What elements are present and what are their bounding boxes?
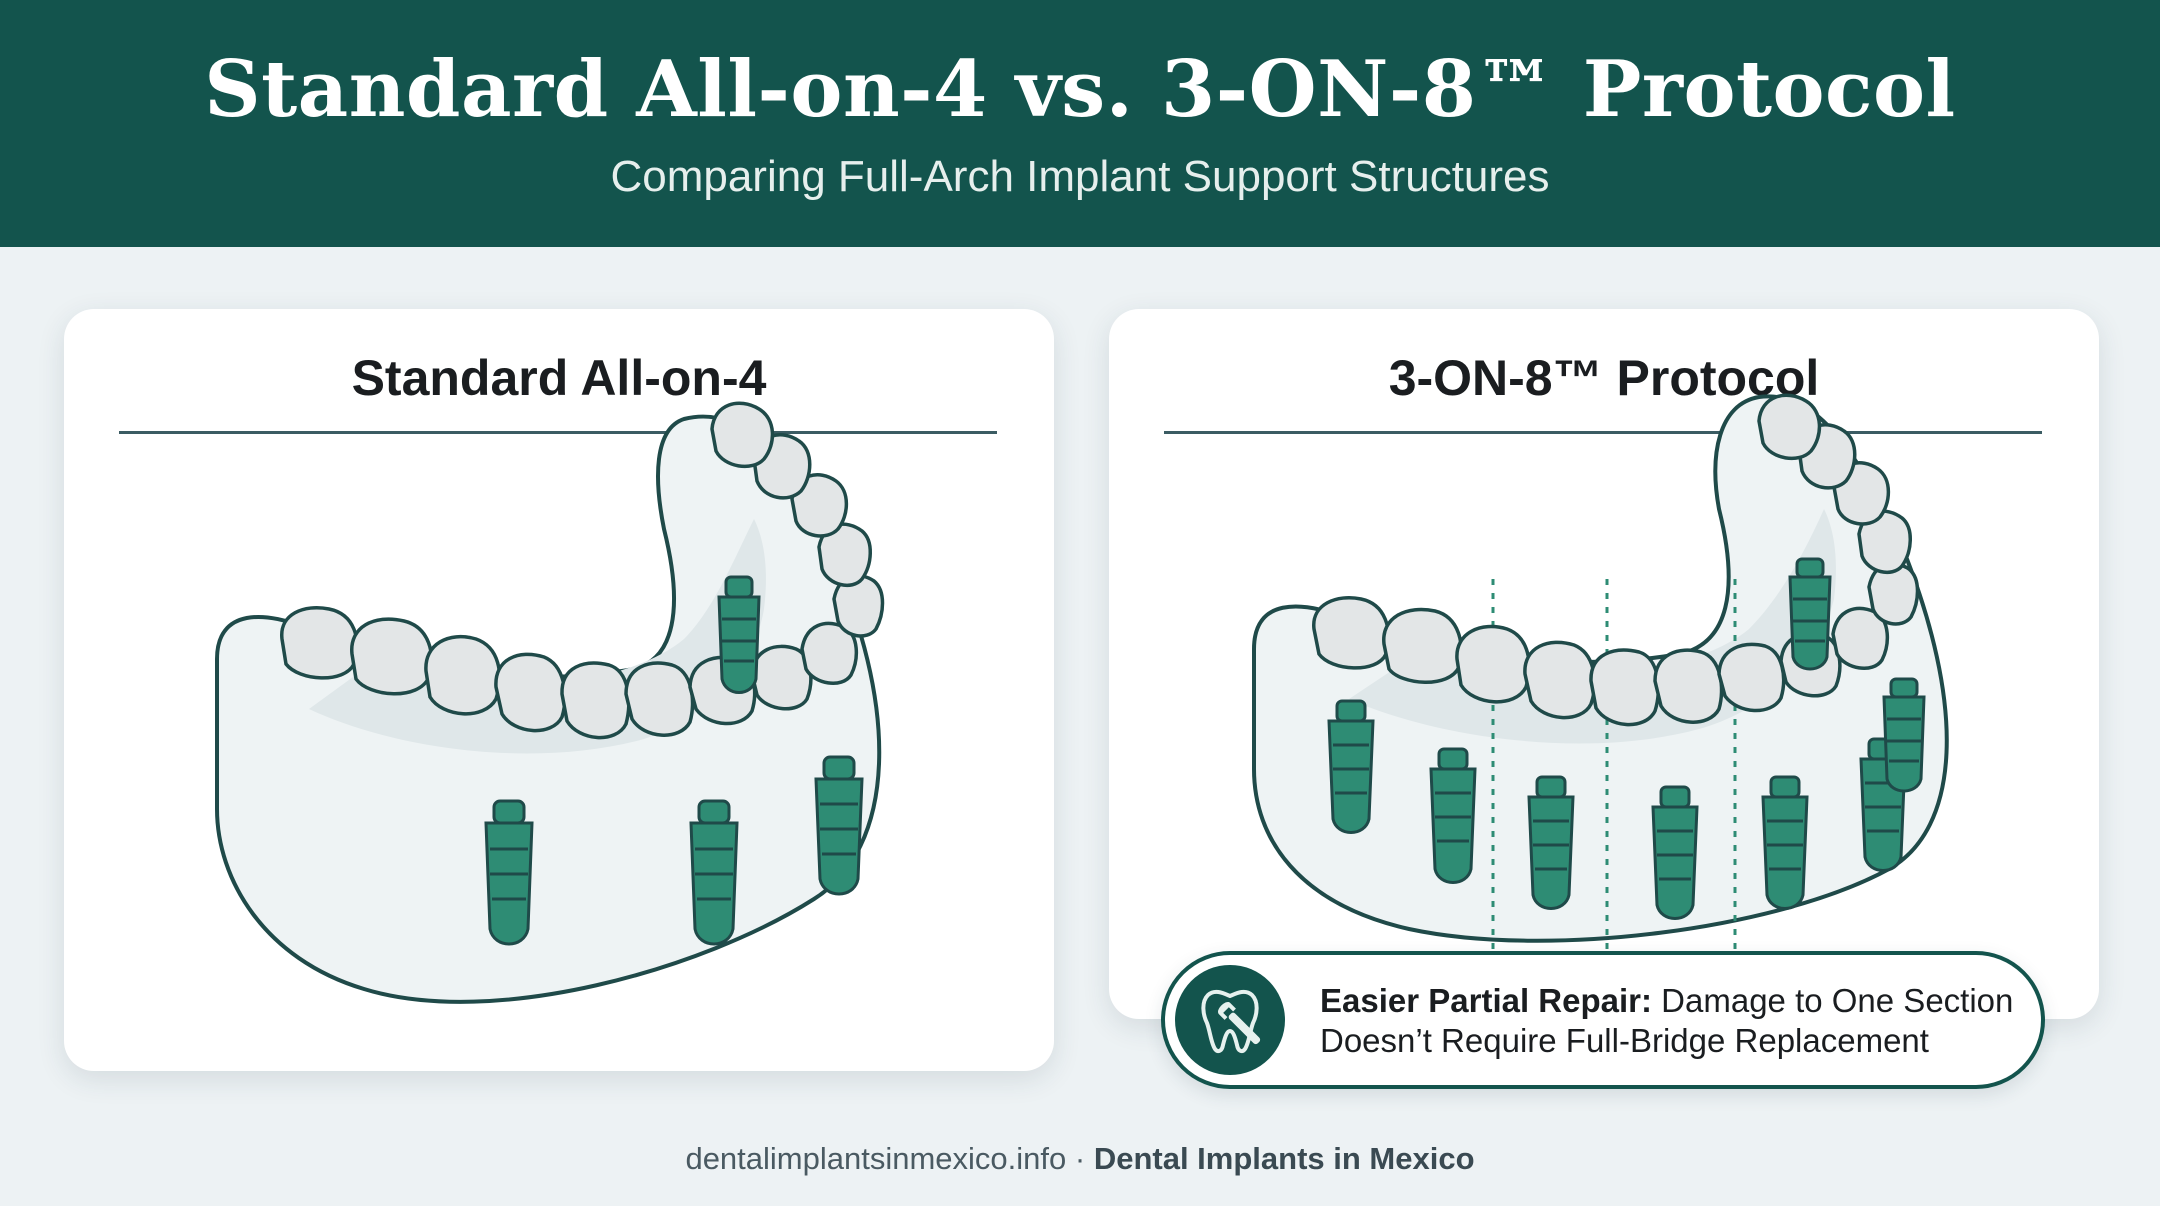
panel-all-on-4: Standard All-on-4 <box>64 309 1054 1071</box>
tooth <box>494 652 567 733</box>
tooth <box>624 661 695 737</box>
tooth <box>710 401 775 469</box>
implant <box>484 799 534 946</box>
tooth <box>1717 642 1786 713</box>
tooth <box>560 661 631 740</box>
callout-bold-label: Easier Partial Repair: <box>1320 982 1652 1019</box>
tooth <box>1589 648 1661 727</box>
tooth <box>424 634 502 716</box>
panel-3-on-8: 3-ON-8™ Protocol <box>1109 309 2099 1019</box>
teeth-row <box>280 401 885 740</box>
tooth-wrench-icon <box>1175 965 1285 1075</box>
partial-repair-callout: Easier Partial Repair: Damage to One Sec… <box>1161 951 2045 1089</box>
implant <box>1527 775 1575 910</box>
callout-line1: Damage to One Section <box>1652 982 2014 1019</box>
implant <box>1882 677 1926 793</box>
panel-title: 3-ON-8™ Protocol <box>1388 350 1820 406</box>
implant <box>1651 785 1699 920</box>
footer: dentalimplantsinmexico.info · Dental Imp… <box>0 1141 2160 1177</box>
tooth <box>1831 606 1890 670</box>
implant <box>1429 747 1477 884</box>
panel-divider <box>1164 431 2042 434</box>
footer-site-link[interactable]: dentalimplantsinmexico.info <box>685 1141 1067 1176</box>
implant <box>814 755 864 896</box>
implants <box>1327 557 1926 920</box>
tooth <box>280 606 359 680</box>
page-title: Standard All-on-4 vs. 3-ON-8™ Protocol <box>204 44 1956 135</box>
implant <box>1327 699 1375 834</box>
tooth <box>350 617 434 696</box>
page-subtitle: Comparing Full-Arch Implant Support Stru… <box>610 152 1550 201</box>
callout-text: Easier Partial Repair: Damage to One Sec… <box>1320 981 2020 1061</box>
tooth <box>1653 648 1724 724</box>
callout-line2: Doesn’t Require Full-Bridge Replacement <box>1320 1022 1929 1059</box>
tooth <box>1757 393 1822 461</box>
tooth <box>800 621 859 685</box>
header-banner: Standard All-on-4 vs. 3-ON-8™ Protocol C… <box>0 0 2160 247</box>
implants <box>484 575 864 946</box>
implant <box>717 575 761 694</box>
tooth <box>1455 624 1531 704</box>
3-on-8-arch-illustration <box>1252 393 1949 949</box>
tooth <box>1382 607 1463 684</box>
panel-title: Standard All-on-4 <box>351 350 767 406</box>
tooth <box>1523 640 1597 720</box>
implant <box>1761 775 1809 910</box>
implant <box>689 799 739 946</box>
footer-separator: · <box>1066 1141 1094 1176</box>
teeth-row <box>1312 393 1920 727</box>
footer-brand: Dental Implants in Mexico <box>1093 1141 1475 1176</box>
implant <box>1788 557 1832 671</box>
tooth <box>1312 596 1391 670</box>
panel-divider <box>119 431 997 434</box>
all-on-4-arch-illustration <box>215 401 885 1004</box>
